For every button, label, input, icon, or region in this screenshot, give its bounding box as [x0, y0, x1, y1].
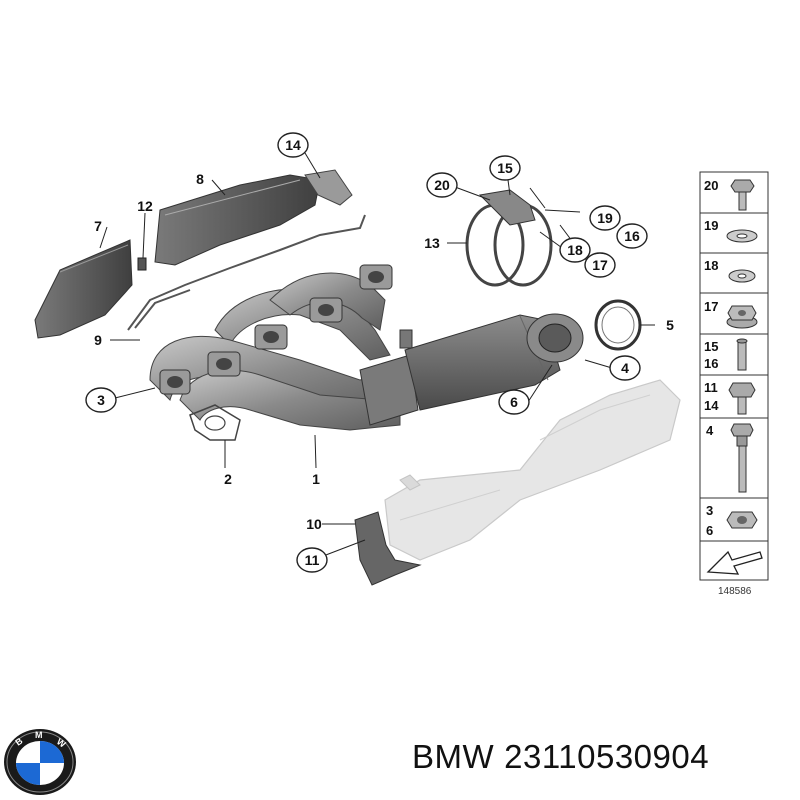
callout-3: 3 [85, 387, 117, 413]
washer-icon [726, 229, 758, 243]
svg-text:12: 12 [137, 198, 153, 214]
rear-exhaust-pipe-ghost [384, 379, 681, 561]
bmw-roundel-icon: B M W [4, 729, 76, 795]
svg-text:5: 5 [666, 317, 674, 333]
svg-text:17: 17 [592, 257, 608, 273]
legend-row-4: 4 [706, 423, 754, 493]
callout-1: 1 [312, 471, 320, 487]
callout-19: 19 [589, 205, 621, 231]
heat-shield-8 [154, 169, 353, 266]
svg-text:7: 7 [94, 218, 102, 234]
legend-row-18: 18 [704, 258, 756, 283]
clamp-13 [465, 189, 553, 287]
svg-text:16: 16 [624, 228, 640, 244]
callouts: 14 8 7 12 9 3 2 1 10 11 [85, 132, 674, 573]
brand-name: BMW [412, 738, 495, 775]
svg-text:17: 17 [704, 299, 718, 314]
svg-text:2: 2 [224, 471, 232, 487]
callout-11: 11 [296, 547, 328, 573]
washer-icon [728, 269, 756, 283]
svg-text:B: B [13, 735, 24, 747]
callout-9: 9 [94, 332, 102, 348]
svg-text:4: 4 [706, 423, 714, 438]
svg-text:18: 18 [567, 242, 583, 258]
legend-row-17: 17 [704, 299, 758, 329]
long-bolt-icon [730, 423, 754, 493]
svg-text:13: 13 [424, 235, 440, 251]
svg-text:19: 19 [704, 218, 718, 233]
legend-row-11-14: 11 14 [704, 380, 756, 415]
svg-text:M: M [35, 730, 43, 740]
hex-bolt-icon [728, 382, 756, 415]
bolt-icon [730, 179, 755, 211]
svg-text:15: 15 [497, 160, 513, 176]
callout-13: 13 [424, 235, 440, 251]
gasket-ring-5 [594, 299, 642, 351]
callout-2: 2 [224, 471, 232, 487]
callout-6: 6 [498, 389, 530, 415]
svg-text:11: 11 [704, 380, 718, 395]
callout-16: 16 [616, 223, 648, 249]
svg-text:20: 20 [704, 178, 718, 193]
callout-12: 12 [137, 198, 153, 214]
collar-nut-icon [726, 305, 758, 329]
callout-4: 4 [609, 355, 641, 381]
callout-5: 5 [666, 317, 674, 333]
svg-text:6: 6 [706, 523, 713, 538]
exhaust-manifold-1 [149, 264, 584, 431]
legend-row-3-6: 3 6 [706, 503, 758, 538]
drawing-number: 148586 [718, 586, 752, 597]
legend-row-19: 19 [704, 218, 758, 243]
clip-12 [137, 257, 147, 271]
svg-text:16: 16 [704, 356, 718, 371]
svg-text:9: 9 [94, 332, 102, 348]
hardware-legend: 20 19 18 17 [699, 171, 769, 581]
svg-text:14: 14 [704, 398, 719, 413]
svg-text:1: 1 [312, 471, 320, 487]
callout-8: 8 [196, 171, 204, 187]
svg-text:20: 20 [434, 177, 450, 193]
svg-text:18: 18 [704, 258, 718, 273]
svg-text:10: 10 [306, 516, 322, 532]
svg-text:3: 3 [706, 503, 713, 518]
heat-shield-7 [34, 239, 133, 339]
callout-20: 20 [426, 172, 458, 198]
bracket-9 [127, 214, 366, 331]
svg-text:8: 8 [196, 171, 204, 187]
hex-nut-icon [726, 511, 758, 529]
callout-14: 14 [277, 132, 309, 158]
callout-18: 18 [559, 237, 591, 263]
stud-icon [736, 338, 748, 371]
svg-text:14: 14 [285, 137, 301, 153]
callout-15: 15 [489, 155, 521, 181]
part-number: 23110530904 [504, 738, 710, 775]
svg-text:6: 6 [510, 394, 518, 410]
callout-17: 17 [584, 252, 616, 278]
svg-text:19: 19 [597, 210, 613, 226]
svg-text:3: 3 [97, 392, 105, 408]
legend-row-15-16: 15 16 [704, 338, 748, 371]
callout-10: 10 [306, 516, 322, 532]
gasket-2 [189, 404, 241, 441]
legend-row-20: 20 [704, 178, 755, 211]
svg-text:4: 4 [621, 360, 629, 376]
bracket-10 [354, 511, 422, 586]
svg-text:11: 11 [305, 552, 320, 568]
callout-7: 7 [94, 218, 102, 234]
svg-text:15: 15 [704, 339, 718, 354]
direction-arrow-icon [706, 550, 763, 575]
